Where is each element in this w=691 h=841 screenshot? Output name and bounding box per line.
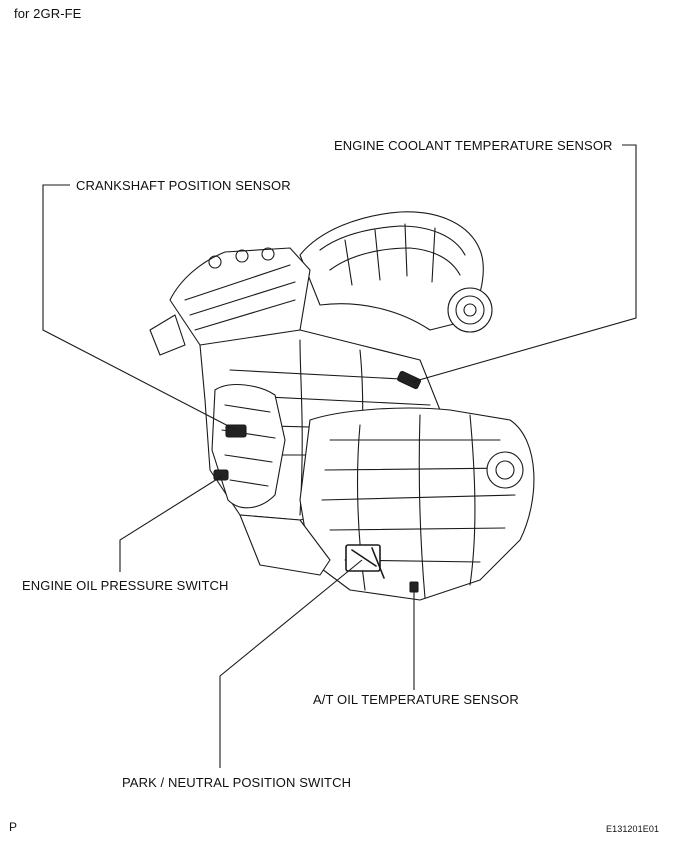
- figure-code: E131201E01: [606, 824, 660, 834]
- oil-pan: [239, 514, 331, 576]
- label-park-neutral-position-switch: PARK / NEUTRAL POSITION SWITCH: [122, 775, 352, 790]
- label-engine-coolant-temperature-sensor: ENGINE COOLANT TEMPERATURE SENSOR: [334, 138, 613, 153]
- label-crankshaft-position-sensor: CRANKSHAFT POSITION SENSOR: [76, 178, 291, 193]
- engine-oil-pressure-switch: [213, 469, 229, 481]
- intake-manifold: [299, 211, 484, 331]
- leader-park-neutral-position-switch: [219, 559, 363, 768]
- exhaust-manifold: [211, 384, 286, 509]
- leader-lines: [42, 144, 637, 768]
- page-subtitle: for 2GR-FE: [14, 6, 82, 21]
- leader-crankshaft-position-sensor: [42, 184, 237, 431]
- engine-coolant-temperature-sensor: [397, 370, 421, 390]
- page-mark: P: [9, 820, 18, 834]
- throttle-body: [447, 287, 493, 333]
- engine-illustration: [149, 211, 535, 601]
- leader-engine-coolant-temperature-sensor: [411, 144, 637, 383]
- transaxle: [299, 407, 535, 601]
- leader-engine-oil-pressure-switch: [119, 475, 223, 572]
- label-at-oil-temperature-sensor: A/T OIL TEMPERATURE SENSOR: [313, 692, 519, 707]
- label-engine-oil-pressure-switch: ENGINE OIL PRESSURE SWITCH: [22, 578, 229, 593]
